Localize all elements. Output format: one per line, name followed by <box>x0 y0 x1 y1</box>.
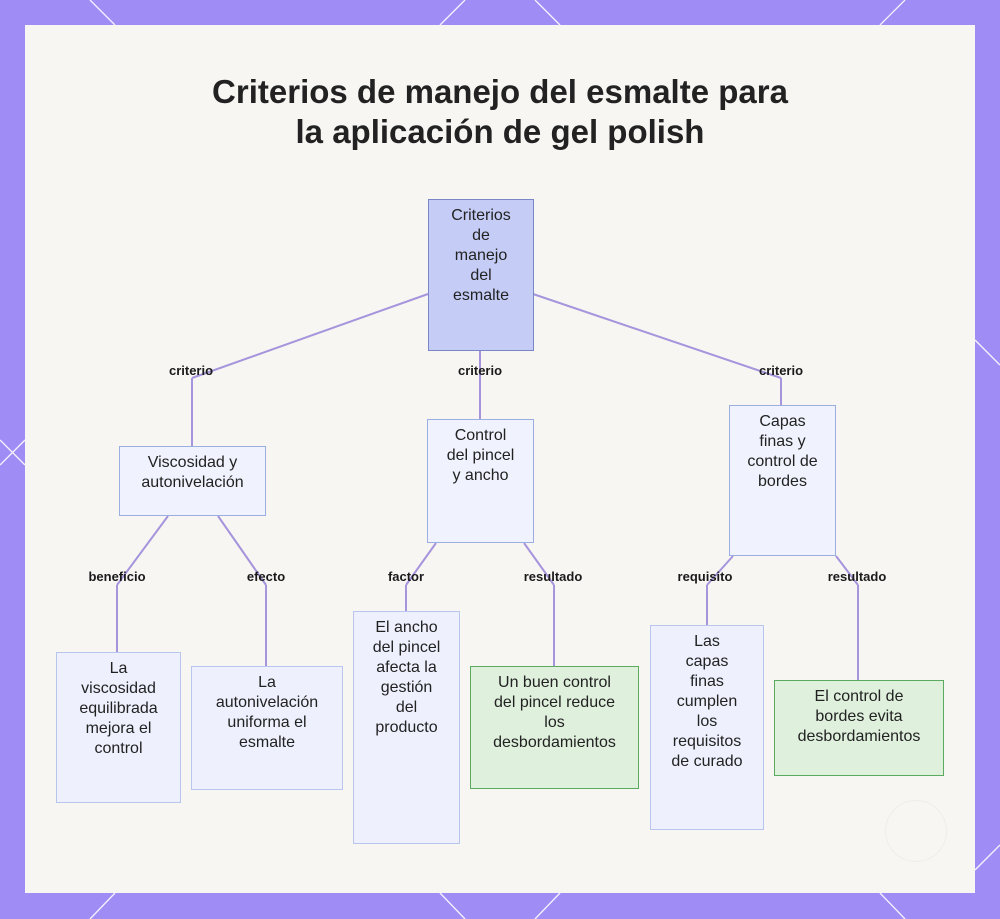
node-capas-line: control de <box>747 453 818 470</box>
node-leaf-line: mejora el <box>85 720 152 737</box>
edge-label-capas-requisito: requisito <box>677 569 733 584</box>
title-line-1: Criterios de manejo del esmalte para <box>212 73 788 110</box>
node-capas-line: finas y <box>759 433 806 450</box>
node-root-line: manejo <box>454 247 508 264</box>
node-leaf-line: autonivelación <box>215 694 319 711</box>
node-capas-line: bordes <box>758 473 807 490</box>
node-root-line: de <box>472 227 490 244</box>
edge-root-viscosidad <box>191 293 429 379</box>
node-leaf-autonivelacion: La autonivelación uniforma el esmalte <box>191 666 343 790</box>
edge-root-capas <box>532 293 782 379</box>
node-leaf-line: La <box>109 660 128 677</box>
node-leaf-line: desbordamientos <box>797 728 921 745</box>
node-viscosidad-line: autonivelación <box>141 474 244 491</box>
node-leaf-line: bordes evita <box>815 708 903 725</box>
node-leaf-line: requisitos <box>672 733 742 750</box>
edge-capas-leaf2 <box>835 555 859 586</box>
edge-pincel-leaf1 <box>405 542 437 586</box>
node-pincel-line: del pincel <box>446 447 515 464</box>
node-leaf-line: del pincel reduce <box>494 694 615 711</box>
node-leaf-line: El ancho <box>375 619 438 636</box>
node-pincel: Control del pincel y ancho <box>427 419 534 543</box>
node-leaf-ancho: El ancho del pincel afecta la gestión de… <box>353 611 460 844</box>
edge-label-root-capas: criterio <box>758 363 804 378</box>
node-viscosidad-line: Viscosidad y <box>147 454 238 471</box>
node-leaf-line: de curado <box>671 753 743 770</box>
edge-viscosidad-leaf1 <box>116 515 169 586</box>
diagram-title: Criterios de manejo del esmalte para la … <box>0 72 1000 152</box>
node-leaf-line: producto <box>375 719 438 736</box>
node-leaf-line: viscosidad <box>81 680 156 697</box>
edge-pincel-leaf2 <box>523 542 555 586</box>
node-capas-line: Capas <box>759 413 806 430</box>
node-leaf-line: control <box>94 740 143 757</box>
node-leaf-line: finas <box>690 673 724 690</box>
node-capas: Capas finas y control de bordes <box>729 405 836 556</box>
node-root-line: del <box>470 267 492 284</box>
node-leaf-line: uniforma el <box>227 714 307 731</box>
node-leaf-line: esmalte <box>238 734 296 751</box>
node-leaf-buen-control: Un buen control del pincel reduce los de… <box>470 666 639 789</box>
edge-label-viscosidad-efecto: efecto <box>246 569 286 584</box>
title-line-2: la aplicación de gel polish <box>295 113 705 150</box>
node-leaf-line: gestión <box>380 679 433 696</box>
node-root-line: esmalte <box>452 287 510 304</box>
edge-viscosidad-leaf2 <box>217 515 267 586</box>
node-leaf-line: los <box>696 713 718 730</box>
edge-label-pincel-resultado: resultado <box>523 569 583 584</box>
node-pincel-line: Control <box>454 427 507 444</box>
watermark-logo <box>885 800 947 862</box>
node-leaf-line: afecta la <box>376 659 437 676</box>
node-leaf-line: equilibrada <box>79 700 158 717</box>
edge-label-root-viscosidad: criterio <box>168 363 214 378</box>
node-leaf-line: Las <box>694 633 720 650</box>
node-root: Criterios de manejo del esmalte <box>428 199 534 351</box>
node-leaf-line: los <box>544 714 565 731</box>
node-pincel-line: y ancho <box>452 467 509 484</box>
node-leaf-line: del pincel <box>372 639 441 656</box>
node-leaf-line: El control de <box>814 688 904 705</box>
node-leaf-line: desbordamientos <box>493 734 616 751</box>
edge-label-viscosidad-beneficio: beneficio <box>88 569 146 584</box>
node-root-line: Criterios <box>451 207 511 224</box>
node-leaf-capas: Las capas finas cumplen los requisitos d… <box>650 625 764 830</box>
node-leaf-line: cumplen <box>676 693 738 710</box>
node-leaf-line: Un buen control <box>498 674 611 691</box>
node-leaf-bordes: El control de bordes evita desbordamient… <box>774 680 944 776</box>
node-leaf-line: La <box>258 674 276 691</box>
node-viscosidad: Viscosidad y autonivelación <box>119 446 266 516</box>
edge-capas-leaf1 <box>706 555 734 586</box>
node-leaf-viscosidad: La viscosidad equilibrada mejora el cont… <box>56 652 181 803</box>
node-leaf-line: capas <box>685 653 729 670</box>
node-leaf-line: del <box>395 699 418 716</box>
edge-label-capas-resultado: resultado <box>827 569 887 584</box>
edge-label-root-pincel: criterio <box>457 363 503 378</box>
edge-label-pincel-factor: factor <box>387 569 425 584</box>
